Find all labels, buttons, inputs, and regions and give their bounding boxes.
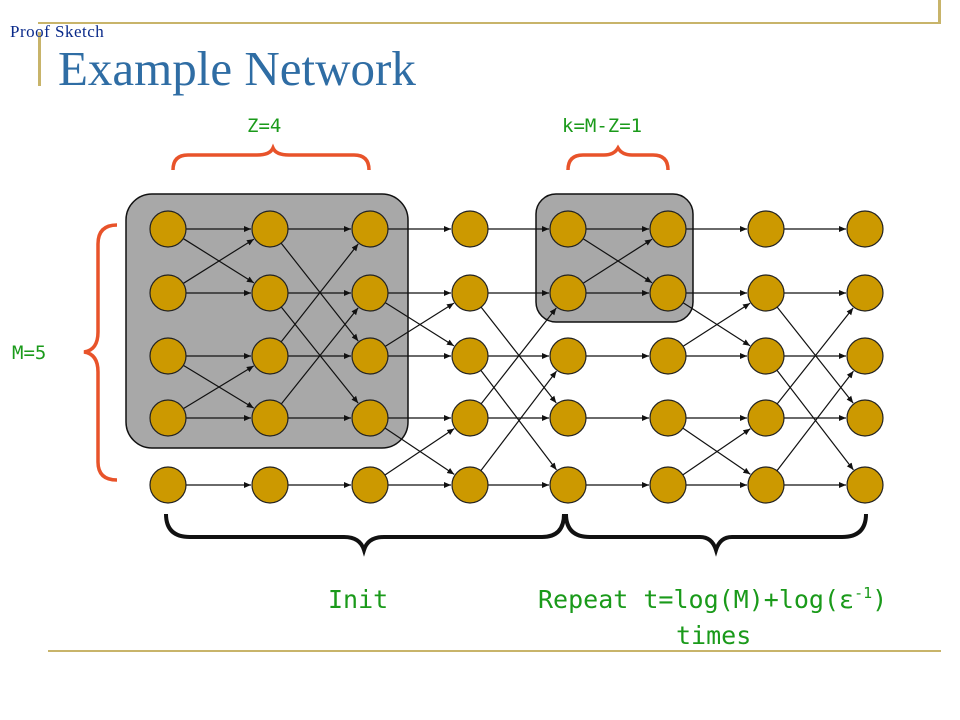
repeat-brace [564,513,868,557]
network-node [846,466,884,504]
network-node [149,210,187,248]
top-rule [38,22,941,24]
network-node [451,337,489,375]
network-edge [384,302,455,347]
network-nodes [149,210,884,504]
network-node [549,274,587,312]
network-node [149,337,187,375]
network-edge [682,428,751,476]
network-node [846,337,884,375]
network-node [649,274,687,312]
m-label: M=5 [12,342,46,364]
network-edge [682,302,751,347]
repeat-label-main: Repeat t=log(M)+log(ε [538,585,854,614]
network-node [649,337,687,375]
network-node [549,399,587,437]
repeat-label-close: ) [872,585,887,614]
times-label: times [676,621,751,650]
network-node [649,399,687,437]
network-edge [183,365,255,410]
network-edge [384,428,455,476]
z-brace [171,143,371,171]
network-node [351,337,389,375]
network-node [549,337,587,375]
title-accent-bar [38,32,41,86]
network-edge [280,307,359,405]
network-node [649,466,687,504]
network-node [351,210,389,248]
network-node [846,210,884,248]
network-node [149,466,187,504]
init-brace [164,513,566,557]
init-group-box [125,193,409,449]
network-edge [776,370,854,472]
network-node [251,274,289,312]
network-node [451,210,489,248]
k-brace [566,144,670,171]
network-edge [182,238,255,284]
network-node [747,466,785,504]
network-node [451,274,489,312]
network-node [747,210,785,248]
network-node [747,274,785,312]
network-node [251,466,289,504]
init-label: Init [328,585,388,614]
network-node [149,399,187,437]
right-rule [938,0,941,24]
network-node [549,210,587,248]
network-node [451,466,489,504]
network-node [451,399,489,437]
network-node [351,466,389,504]
network-node [351,399,389,437]
network-edge [582,238,653,284]
network-node [149,274,187,312]
network-edge [280,243,359,343]
network-node [846,274,884,312]
network-node [351,274,389,312]
bottom-rule [48,650,941,652]
m-brace [83,223,118,482]
network-edges [182,226,854,488]
repeat-label-sup: -1 [854,584,872,602]
network-node [251,399,289,437]
network-edge [480,370,557,472]
k-label: k=M-Z=1 [562,115,642,137]
network-node [251,210,289,248]
network-edge [776,307,854,405]
network-node [251,337,289,375]
repeat-label: Repeat t=log(M)+log(ε-1) [538,584,887,614]
slide-supertitle: Proof Sketch [10,22,105,41]
network-node [747,337,785,375]
slide-title: Example Network [58,41,416,96]
network-node [747,399,785,437]
z-label: Z=4 [247,115,281,137]
network-edge [480,307,557,405]
network-node [846,399,884,437]
network-node [649,210,687,248]
network-node [549,466,587,504]
